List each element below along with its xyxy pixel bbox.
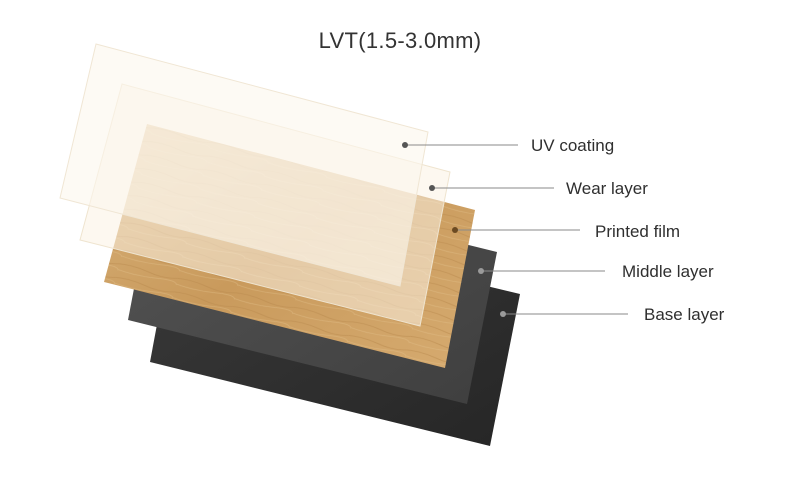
middle-layer-dot [478,268,484,274]
printed-film-label: Printed film [595,222,680,241]
printed-film-dot [452,227,458,233]
uv-coating-dot [402,142,408,148]
diagram-title: LVT(1.5-3.0mm) [318,28,482,53]
uv-coating-sheet [59,43,429,287]
middle-layer-label: Middle layer [622,262,714,281]
wear-layer-dot [429,185,435,191]
base-layer-label: Base layer [644,305,725,324]
uv-coating-label: UV coating [531,136,614,155]
wear-layer-label: Wear layer [566,179,648,198]
base-layer-dot [500,311,506,317]
